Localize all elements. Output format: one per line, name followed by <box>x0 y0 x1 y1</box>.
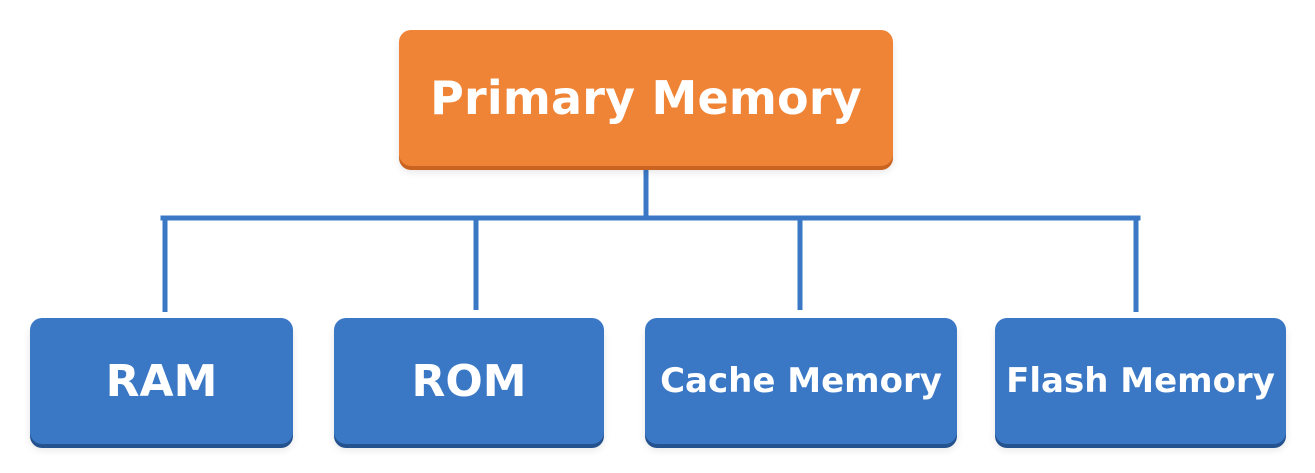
cache-memory-label: Cache Memory <box>660 361 942 401</box>
primary-memory-node: Primary Memory <box>399 30 893 166</box>
ram-label: RAM <box>105 355 218 407</box>
rom-node: ROM <box>334 318 604 444</box>
flash-memory-label: Flash Memory <box>1006 361 1275 401</box>
cache-memory-node: Cache Memory <box>645 318 957 444</box>
flash-memory-node: Flash Memory <box>995 318 1286 444</box>
ram-node: RAM <box>30 318 293 444</box>
rom-label: ROM <box>411 355 527 407</box>
primary-memory-label: Primary Memory <box>430 71 862 125</box>
